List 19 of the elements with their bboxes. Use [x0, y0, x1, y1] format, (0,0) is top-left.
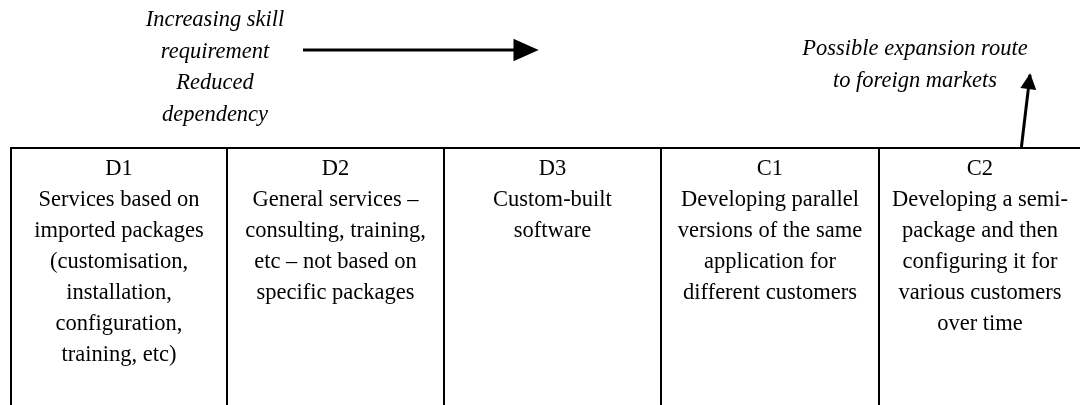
arrow — [1019, 73, 1037, 148]
column-description: Developing a semi-package and then configuring it for various customers over time — [890, 185, 1070, 337]
table-column — [226, 147, 443, 405]
annotation-text: Increasing skill requirement — [144, 5, 286, 65]
column-description: Services based on imported packages (customisation, installation, configuration, training, etc) — [33, 185, 205, 368]
table-column — [660, 147, 878, 405]
column-heading: D3 — [537, 154, 568, 182]
annotation-text: Possible expansion route to foreign markets — [800, 32, 1030, 95]
annotation-text: Reduced dependency — [160, 68, 270, 128]
column-heading: C1 — [755, 154, 785, 182]
table-column — [10, 147, 226, 405]
column-heading: D1 — [104, 154, 134, 182]
column-heading: C2 — [965, 154, 995, 182]
table-column — [878, 147, 1080, 405]
column-description: Custom-built software — [492, 185, 613, 244]
column-description: General services – consulting, training, etc – not based on specific packages — [244, 185, 427, 306]
table-column — [443, 147, 660, 405]
column-heading: D2 — [320, 154, 351, 182]
column-description: Developing parallel versions of the same application for different customers — [676, 185, 864, 306]
